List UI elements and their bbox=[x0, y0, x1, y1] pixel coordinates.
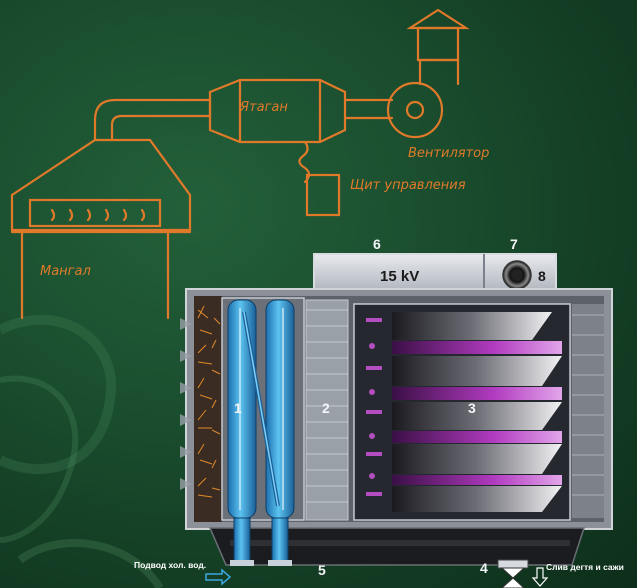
heat-exchanger-pipe-1 bbox=[227, 299, 257, 566]
ventilator-drawing bbox=[386, 8, 470, 139]
voltage-label: 15 kV bbox=[380, 268, 420, 285]
plasma-glow bbox=[392, 341, 562, 485]
bottom-hopper bbox=[208, 527, 586, 566]
sparks bbox=[197, 305, 221, 498]
outlet-mesh bbox=[572, 304, 604, 518]
collector-plates bbox=[392, 312, 562, 512]
heat-exchanger-pipe-2 bbox=[265, 299, 295, 566]
marker-6: 6 bbox=[373, 236, 381, 252]
drain-valve-icon bbox=[497, 559, 529, 588]
corona-electrodes bbox=[366, 318, 382, 496]
yatagan-drawing bbox=[208, 78, 347, 144]
spark-arrestor-zone bbox=[194, 296, 222, 522]
marker-7: 7 bbox=[510, 236, 518, 252]
yatagan-label: Ятаган bbox=[240, 100, 288, 115]
water-inlet-arrow bbox=[205, 568, 232, 586]
control-panel-box bbox=[305, 173, 341, 217]
mangal-grill-drawing bbox=[10, 98, 212, 320]
drain-arrow-icon bbox=[531, 567, 549, 587]
marker-5: 5 bbox=[318, 562, 326, 578]
water-inlet-label: Подвод хол. вод. bbox=[134, 560, 207, 570]
marker-3: 3 bbox=[468, 400, 476, 416]
marker-4: 4 bbox=[480, 560, 488, 576]
marker-1: 1 bbox=[234, 400, 242, 416]
tar-drain-label: Слив дегтя и сажи bbox=[546, 562, 624, 572]
ventilator-label: Вентилятор bbox=[408, 146, 490, 161]
mangal-label: Мангал bbox=[40, 264, 91, 279]
marker-8: 8 bbox=[538, 268, 546, 284]
control-panel-label: Щит управления bbox=[350, 178, 466, 193]
marker-2: 2 bbox=[322, 400, 330, 416]
flow-arrows bbox=[180, 318, 192, 490]
mesh-filter bbox=[305, 299, 349, 521]
